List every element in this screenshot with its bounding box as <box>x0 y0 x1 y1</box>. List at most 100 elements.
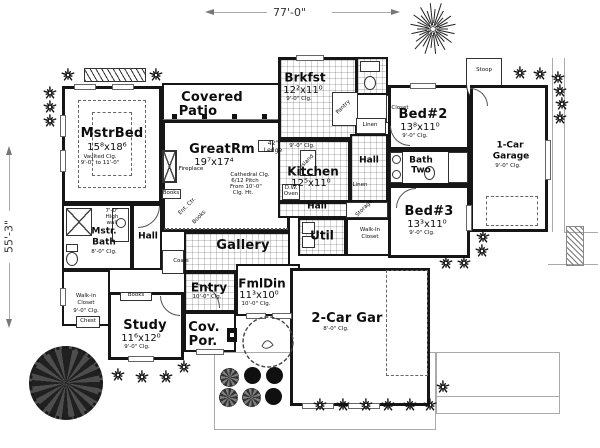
mstr-bed-label: MstrBed <box>80 126 144 142</box>
bush-icon <box>149 67 163 81</box>
window <box>60 288 66 306</box>
hall-label: Hall <box>138 231 158 242</box>
fml-din-clg: 10'-0" Clg. <box>241 301 271 308</box>
patio-post <box>172 114 177 119</box>
dimension-line <box>9 155 10 211</box>
ledge-label-2: Ledge <box>263 146 283 154</box>
fml-din-label: FmlDin <box>238 276 286 291</box>
toilet-icon <box>424 166 435 180</box>
bush-icon <box>43 85 57 99</box>
garage1-clg: 9'-0" Clg. <box>495 163 521 170</box>
shrub-icon <box>219 388 238 407</box>
high-wall-note-3: wall <box>106 220 118 227</box>
toilet-icon <box>66 252 78 266</box>
study-label: Study <box>123 318 167 334</box>
ledge-label-1: 42" <box>267 139 279 147</box>
window <box>60 150 66 172</box>
cathedral-note-1: Cathedral Clg. <box>230 172 270 179</box>
cathedral-note-3: From 10'-0" <box>230 184 262 191</box>
mstr-bed-size: 15⁸x18⁶ <box>87 141 127 153</box>
mstr-bath-label-2: Bath <box>92 237 116 248</box>
brkfst-size: 12²x11⁰ <box>283 84 323 96</box>
window <box>466 205 472 231</box>
bush-icon <box>61 67 75 81</box>
planter-icon <box>84 68 146 82</box>
bush-icon <box>336 397 350 411</box>
great-rm-size: 19⁷x17⁴ <box>194 156 234 168</box>
cathedral-note-4: Clg. Ht. <box>232 190 254 197</box>
garage1-label-2: Garage <box>492 151 530 162</box>
tub-icon <box>66 208 92 236</box>
bush-icon <box>476 229 490 243</box>
oven-cabinet <box>282 184 300 200</box>
tray-ceiling-outline <box>78 100 146 188</box>
bush-icon <box>553 110 567 124</box>
great-rm-label: GreatRm <box>189 142 255 158</box>
shrub-icon <box>244 367 261 384</box>
arrow-up-icon <box>6 146 12 155</box>
window <box>112 84 134 90</box>
kitchen-label: Kitchen <box>287 164 339 179</box>
study-size: 11⁶x12⁰ <box>121 332 161 344</box>
washer-icon <box>302 222 315 234</box>
wic-right-label-2: Closet <box>361 234 379 241</box>
toilet-tank <box>66 244 78 252</box>
linen-label: Linen <box>352 182 368 189</box>
brkfst-label: Brkfst <box>284 70 326 85</box>
bed3-label: Bed#3 <box>404 204 454 220</box>
oven-label: Oven <box>283 191 299 198</box>
books-label: Books <box>127 292 145 299</box>
fluffy-tree-icon <box>29 346 103 420</box>
bush-icon <box>513 65 527 79</box>
chest-label: Chest <box>80 318 96 325</box>
garage2-clg: 8'-0" Clg. <box>323 326 349 333</box>
bush-icon <box>553 83 567 97</box>
patio-post <box>232 114 237 119</box>
bush-icon <box>135 369 149 383</box>
dimension-line <box>9 263 10 319</box>
dimension-line <box>332 12 391 13</box>
pantry-closet <box>332 92 358 126</box>
cov-por-label-2: Por. <box>188 334 218 350</box>
mstr-bed-clg2: 9'-0" to 11'-0" <box>80 160 120 167</box>
books-shelf <box>162 189 181 199</box>
bush-icon <box>381 397 395 411</box>
window <box>410 83 436 89</box>
garage2-label: 2-Car Gar <box>311 311 383 327</box>
wic-left-clg: 9'-0" Clg. <box>73 308 99 315</box>
room-garage1 <box>470 85 548 232</box>
patio-label-1: Covered <box>181 90 243 106</box>
bush-icon <box>423 397 437 411</box>
dryer-icon <box>302 236 315 248</box>
chest-nook <box>76 316 100 328</box>
hall-right <box>350 134 388 202</box>
bush-icon <box>359 397 373 411</box>
dimension-left: 55'-3" <box>2 146 18 328</box>
bush-icon <box>457 255 471 269</box>
cathedral-note-2: 6/12 Pitch <box>231 178 259 185</box>
bed3-size: 13³x11⁰ <box>407 218 447 230</box>
brkfst-clg: 9'-0" Clg. <box>286 96 312 103</box>
hall-left <box>132 204 162 270</box>
porch-opening <box>196 349 224 355</box>
walkway-line <box>436 396 560 397</box>
cov-por-label-1: Cov. <box>188 320 220 336</box>
bush-icon <box>159 369 173 383</box>
wic-right-label-1: Walk-In <box>359 227 381 234</box>
shrub-icon <box>242 388 261 407</box>
bed2-size: 13⁸x11⁰ <box>400 121 440 133</box>
bed2-label: Bed#2 <box>398 107 448 123</box>
arrow-left-icon <box>205 9 214 15</box>
kitchen-island <box>300 150 316 176</box>
dimension-line <box>214 12 267 13</box>
bush-icon <box>43 99 57 113</box>
bush-icon <box>177 359 191 373</box>
room-great-rm <box>162 120 290 232</box>
books-shelf <box>120 292 152 301</box>
sink-icon <box>360 61 380 72</box>
hall-label: Hall <box>307 201 327 212</box>
sink-icon <box>392 155 401 164</box>
hall-label: Hall <box>359 155 379 166</box>
bath-two-label-2: Two <box>411 165 431 176</box>
